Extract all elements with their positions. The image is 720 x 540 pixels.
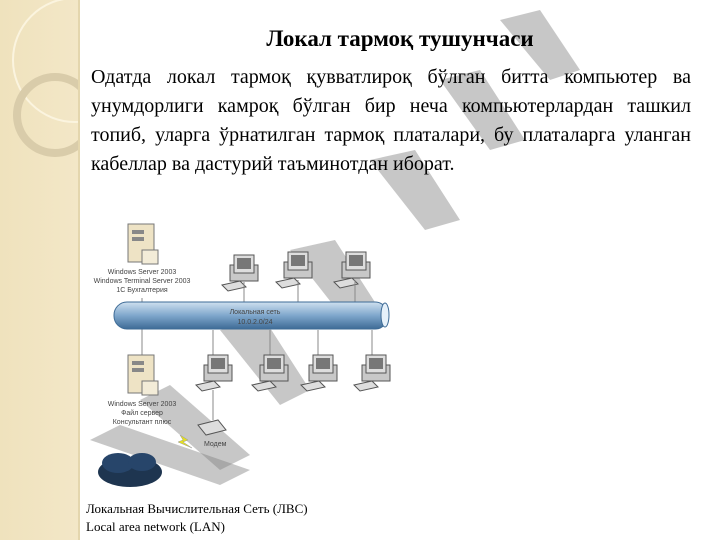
bus-label-1: Локальная сеть [230,309,281,316]
server1-label-2: Windows Terminal Server 2003 [94,278,191,285]
workstation-icon [251,330,289,392]
server1-label-3: 1C Бухгалтерия [116,287,168,294]
server1-label-1: Windows Server 2003 [108,269,177,276]
workstation-icon [275,251,313,305]
server-icon [127,354,159,396]
workstation-icon [300,330,338,392]
decorative-rings-icon [12,0,78,157]
caption-en: Local area network (LAN) [86,519,225,534]
server2-label-1: Windows Server 2003 [108,401,177,408]
modem-icon [197,390,227,436]
caption-ru: Локальная Вычислительная Сеть (ЛВС) [86,501,308,516]
workstation-icon [221,254,259,305]
modem-label: Модем [204,441,227,448]
workstation-icon [195,330,233,392]
slide-title: Локал тармоқ тушунчаси [266,26,534,51]
server2-label-3: Консультант плюс [113,419,172,426]
workstation-icon [353,330,391,392]
internet-cloud-icon [98,453,162,487]
slide-paragraph: Одатда локал тармоқ қувватлироқ бўлган б… [91,66,691,175]
network-bus [113,301,390,330]
workstation-icon [333,251,371,305]
server2-label-2: Файл сервер [121,409,163,417]
bus-label-2: 10.0.2.0/24 [237,319,272,326]
decorative-sidebar [0,0,80,540]
server-icon [127,223,159,265]
lightning-icon [177,434,193,449]
lan-diagram: Windows Server 2003 Windows Terminal Ser… [94,223,391,487]
